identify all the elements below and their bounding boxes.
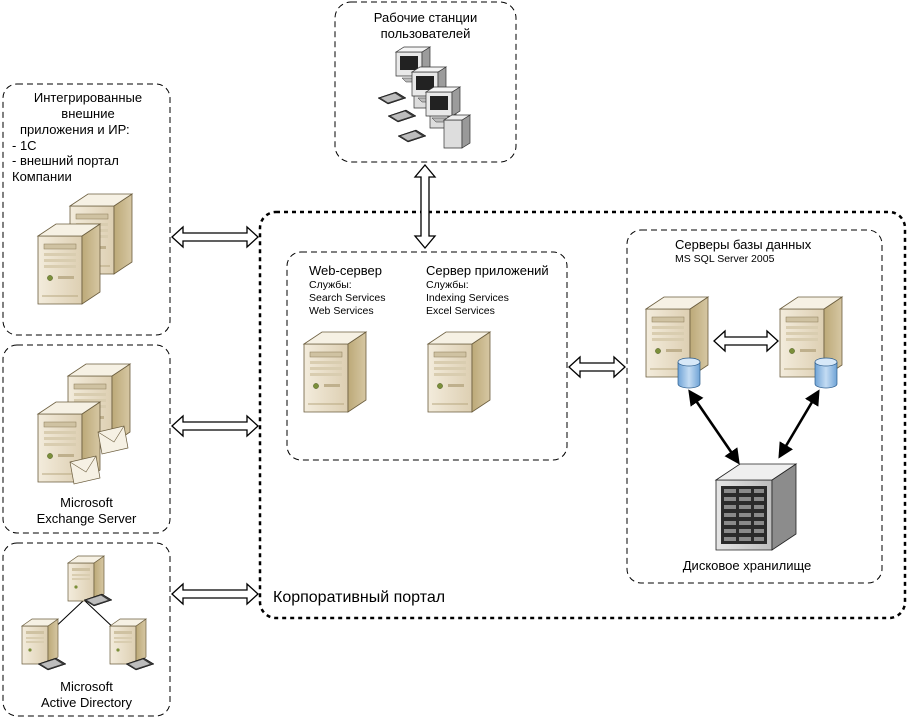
workstation-icon	[377, 46, 471, 149]
web-server-title: Web-сервер	[309, 263, 383, 278]
exchange-frame	[2, 344, 171, 534]
corporate-portal-frame	[258, 210, 907, 620]
integrated-line-2: внешние	[61, 105, 115, 121]
mail-envelope-icon	[69, 425, 129, 485]
disk-storage-icon	[714, 463, 798, 551]
double-arrow-icon	[713, 329, 779, 353]
app-server-title: Сервер приложений	[426, 263, 549, 278]
db-servers-block: Серверы базы данных MS SQL Server 2005	[675, 237, 811, 266]
double-arrow-icon	[171, 582, 259, 606]
app-server-service-2: Excel Services	[426, 305, 495, 318]
workstations-title-line2: пользователей	[380, 25, 471, 41]
ad-tree-lines	[49, 599, 119, 633]
exchange-label-line2: Exchange Server	[36, 510, 137, 526]
workstations-frame	[334, 1, 517, 163]
server-icon	[37, 193, 133, 305]
active-directory-frame	[2, 542, 171, 717]
web-server-block: Web-сервер Службы: Search Services Web S…	[309, 263, 385, 318]
integrated-apps-label: Интегрированные внешние приложения и ИР:…	[12, 90, 164, 185]
server-icon	[21, 555, 155, 671]
app-server-services-label: Службы:	[426, 278, 469, 291]
integrated-line-5: - внешний портал	[12, 153, 119, 169]
active-directory-line1: Microsoft	[60, 679, 113, 694]
integrated-line-3: приложения и ИР:	[20, 121, 130, 137]
connector-arrow-icon	[778, 389, 820, 459]
db-servers-title: Серверы базы данных	[675, 237, 812, 252]
disk-storage-label: Дисковое хранилище	[682, 558, 812, 573]
db-servers-frame	[626, 229, 883, 584]
exchange-label: Microsoft Exchange Server	[8, 495, 165, 527]
active-directory-line2: Active Directory	[40, 694, 133, 710]
web-server-service-2: Web Services	[309, 305, 374, 318]
app-servers-frame	[286, 251, 568, 461]
double-arrow-icon	[568, 355, 626, 379]
portal-title: Корпоративный портал	[273, 589, 446, 606]
double-arrow-icon	[171, 225, 259, 249]
double-arrow-icon	[413, 163, 437, 250]
workstations-title-line1: Рабочие станции	[373, 10, 478, 25]
active-directory-label: Microsoft Active Directory	[8, 679, 165, 711]
web-server-services-label: Службы:	[309, 278, 352, 291]
server-icon	[303, 331, 491, 413]
database-icon	[677, 357, 838, 389]
double-arrow-icon	[171, 414, 259, 438]
connector-arrow-icon	[688, 389, 740, 465]
integrated-line-6: Компании	[12, 169, 72, 185]
integrated-apps-frame	[2, 83, 171, 336]
app-server-service-1: Indexing Services	[426, 291, 509, 304]
integrated-line-4: - 1С	[12, 137, 37, 153]
db-servers-subtitle: MS SQL Server 2005	[675, 252, 775, 265]
workstations-title: Рабочие станции пользователей	[345, 10, 506, 42]
exchange-label-line1: Microsoft	[60, 495, 113, 510]
web-server-service-1: Search Services	[309, 291, 386, 304]
app-server-block: Сервер приложений Службы: Indexing Servi…	[426, 263, 549, 318]
integrated-line-1: Интегрированные	[33, 90, 143, 105]
